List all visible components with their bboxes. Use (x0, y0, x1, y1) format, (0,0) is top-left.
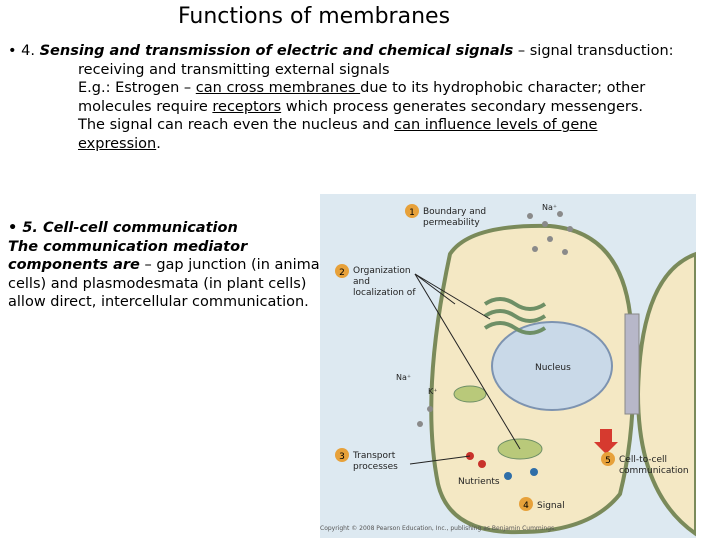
ion-particles (417, 211, 573, 427)
nutrient-particles (504, 468, 538, 480)
section2-bold: The communication mediator components ar… (8, 238, 248, 274)
pointer-lines (409, 273, 521, 465)
label-boundary: Boundary and (423, 207, 486, 217)
underlined-text: can cross membranes (195, 80, 361, 97)
text: which process generates secondary messen… (281, 98, 644, 115)
section1-bold: Sensing and transmission of electric and… (39, 43, 514, 59)
text: The signal can reach even the nucleus an… (78, 117, 395, 134)
golgi-shape (483, 297, 547, 311)
signal-particles (466, 452, 486, 468)
label-number-1 (405, 204, 419, 218)
section1-line6: expression. (8, 135, 708, 154)
label-nutrients: Nutrients (458, 477, 500, 487)
label-number-5-text: 5 (605, 456, 611, 466)
label-number-4 (519, 497, 533, 511)
copyright-credit: Copyright © 2008 Pearson Education, Inc.… (320, 525, 557, 532)
label-permeability: permeability (423, 218, 480, 228)
label-number-5 (601, 452, 615, 466)
underlined-text: can influence levels of gene (394, 117, 598, 134)
text: E.g.: Estrogen – (78, 80, 196, 97)
section2-heading: • 5. Cell-cell communication (8, 220, 238, 236)
section2-rest: – gap junction (in animal cells) and pla… (8, 257, 324, 311)
nucleus (491, 321, 613, 411)
text: due to its hydrophobic character; other (360, 80, 646, 97)
section1-line1: • 4. Sensing and transmission of electri… (8, 42, 708, 61)
label-number-4-text: 4 (523, 501, 529, 511)
label-transport: Transport (352, 451, 396, 461)
label-signal: Signal (537, 501, 565, 511)
label-organization: Organization (353, 266, 411, 276)
label-processes: processes (353, 462, 398, 472)
section1-rest: – signal transduction: (513, 43, 674, 59)
label-k: K⁺ (428, 387, 437, 396)
label-number-3-text: 3 (339, 452, 345, 462)
underlined-text: receptors (212, 98, 282, 115)
label-localization: localization of (353, 288, 416, 298)
golgi-shape (483, 309, 547, 323)
red-arrow-shape (594, 429, 618, 454)
section1-line2: receiving and transmitting external sign… (78, 61, 390, 78)
label-number-2-text: 2 (339, 268, 345, 278)
label-communication: communication (619, 466, 689, 476)
membrane-functions-figure: 1 Boundary and permeability 2 Organizati… (320, 194, 696, 538)
mitochondrion (453, 385, 487, 403)
section1-line4: molecules require receptors which proces… (8, 98, 708, 117)
section1-line3: E.g.: Estrogen – can cross membranes due… (8, 79, 708, 98)
label-and: and (353, 277, 370, 287)
label-na-left: Na⁺ (396, 373, 411, 382)
section-cell-communication: • 5. Cell-cell communication The communi… (8, 219, 328, 312)
text: . (156, 135, 161, 152)
section1-line5: The signal can reach even the nucleus an… (8, 116, 708, 135)
label-na-top: Na⁺ (542, 203, 557, 212)
gap-junction (624, 313, 640, 415)
label-number-2 (335, 264, 349, 278)
page-title: Functions of membranes (177, 4, 451, 29)
bullet: • 4. (8, 43, 40, 59)
underlined-text: expression (78, 135, 157, 152)
section-signal-transduction: • 4. Sensing and transmission of electri… (8, 42, 708, 154)
label-cell-to-cell: Cell-to-cell (619, 455, 667, 465)
label-nucleus: Nucleus (535, 363, 571, 373)
text: molecules require (78, 98, 213, 115)
label-number-3 (335, 448, 349, 462)
golgi-shape (483, 321, 547, 335)
label-number-1-text: 1 (409, 208, 415, 218)
